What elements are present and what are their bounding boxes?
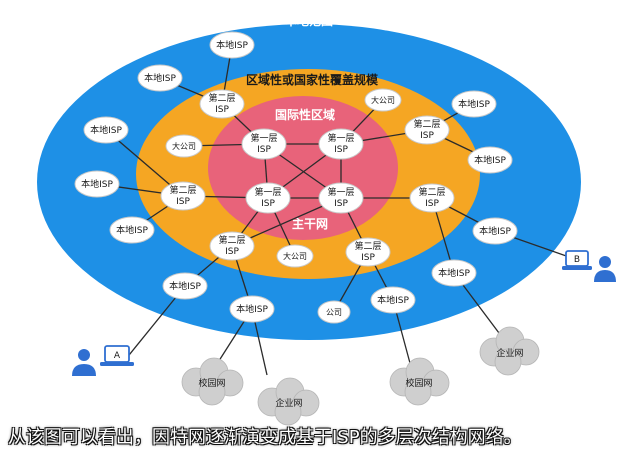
tier1-isp-node: 第一层 ISP bbox=[318, 182, 364, 214]
local-isp-node: 本地ISP bbox=[137, 64, 183, 92]
svg-text:ISP: ISP bbox=[334, 199, 348, 209]
big-company-node: 大公司 bbox=[276, 244, 314, 268]
host-b: B bbox=[562, 250, 616, 282]
tier2-isp-node: 第二层 ISP bbox=[409, 183, 455, 213]
svg-text:ISP: ISP bbox=[225, 247, 239, 257]
svg-text:ISP: ISP bbox=[176, 197, 190, 207]
user-icon bbox=[72, 349, 96, 376]
local-isp-node: 本地ISP bbox=[83, 116, 129, 144]
svg-text:本地ISP: 本地ISP bbox=[81, 178, 113, 190]
regional-national-title: 区域性或国家性覆盖规模 bbox=[246, 72, 379, 87]
local-isp-node: 本地ISP bbox=[229, 295, 275, 323]
svg-text:第二层: 第二层 bbox=[208, 92, 235, 104]
svg-text:ISP: ISP bbox=[334, 145, 348, 155]
svg-text:校园网: 校园网 bbox=[198, 377, 225, 389]
local-isp-node: 本地ISP bbox=[209, 31, 255, 59]
svg-text:校园网: 校园网 bbox=[405, 377, 432, 389]
svg-text:企业网: 企业网 bbox=[275, 397, 302, 409]
svg-text:大公司: 大公司 bbox=[371, 95, 395, 105]
big-company-node: 大公司 bbox=[165, 134, 203, 158]
svg-text:本地ISP: 本地ISP bbox=[116, 224, 148, 236]
svg-text:本地ISP: 本地ISP bbox=[169, 280, 201, 292]
svg-text:本地ISP: 本地ISP bbox=[144, 72, 176, 84]
local-isp-node: 本地ISP bbox=[451, 90, 497, 118]
svg-text:第二层: 第二层 bbox=[218, 234, 245, 246]
laptop-icon bbox=[562, 250, 592, 270]
local-isp-node: 本地ISP bbox=[431, 259, 477, 287]
enterprise-network-cloud: 企业网 bbox=[257, 377, 320, 426]
svg-text:本地ISP: 本地ISP bbox=[90, 124, 122, 136]
svg-text:ISP: ISP bbox=[361, 253, 375, 263]
svg-text:ISP: ISP bbox=[261, 199, 275, 209]
subtitle-caption: 从该图可以看出，因特网逐渐演变成基于ISP的多层次结构网络。 bbox=[8, 427, 522, 448]
tier2-isp-node: 第二层 ISP bbox=[404, 115, 450, 145]
svg-text:第二层: 第二层 bbox=[418, 186, 445, 198]
svg-text:第一层: 第一层 bbox=[254, 186, 281, 198]
svg-text:第二层: 第二层 bbox=[169, 184, 196, 196]
svg-text:第二层: 第二层 bbox=[413, 118, 440, 130]
svg-text:ISP: ISP bbox=[257, 145, 271, 155]
tier2-isp-node: 第二层 ISP bbox=[345, 237, 391, 267]
svg-text:ISP: ISP bbox=[420, 131, 434, 141]
big-company-node: 大公司 bbox=[364, 88, 402, 112]
tier1-isp-node: 第一层 ISP bbox=[241, 128, 287, 160]
svg-text:本地ISP: 本地ISP bbox=[236, 303, 268, 315]
link bbox=[124, 285, 186, 361]
tier2-isp-node: 第二层 ISP bbox=[209, 231, 255, 261]
svg-text:本地ISP: 本地ISP bbox=[458, 98, 490, 110]
tier1-isp-node: 第一层 ISP bbox=[318, 128, 364, 160]
svg-text:大公司: 大公司 bbox=[172, 141, 196, 151]
company-node: 公司 bbox=[317, 300, 351, 324]
svg-text:第二层: 第二层 bbox=[354, 240, 381, 252]
user-icon bbox=[594, 256, 616, 282]
tier2-isp-node: 第二层 ISP bbox=[199, 89, 245, 119]
svg-text:大公司: 大公司 bbox=[283, 251, 307, 261]
svg-text:第一层: 第一层 bbox=[327, 132, 354, 144]
svg-text:第一层: 第一层 bbox=[250, 132, 277, 144]
campus-network-cloud: 校园网 bbox=[389, 357, 450, 406]
svg-text:企业网: 企业网 bbox=[496, 347, 523, 359]
svg-text:第一层: 第一层 bbox=[327, 186, 354, 198]
local-scope-title: 本地范围 bbox=[285, 13, 333, 28]
backbone-title: 主干网 bbox=[292, 216, 328, 231]
svg-text:ISP: ISP bbox=[215, 105, 229, 115]
local-isp-node: 本地ISP bbox=[74, 170, 120, 198]
local-isp-node: 本地ISP bbox=[467, 146, 513, 174]
svg-text:本地ISP: 本地ISP bbox=[377, 294, 409, 306]
campus-network-cloud: 校园网 bbox=[181, 357, 244, 406]
svg-text:本地ISP: 本地ISP bbox=[479, 225, 511, 237]
host-a-label: A bbox=[114, 351, 121, 361]
tier2-isp-node: 第二层 ISP bbox=[160, 181, 206, 211]
international-region-title: 国际性区域 bbox=[275, 107, 335, 122]
svg-text:本地ISP: 本地ISP bbox=[438, 267, 470, 279]
svg-text:本地ISP: 本地ISP bbox=[474, 154, 506, 166]
tier1-isp-node: 第一层 ISP bbox=[245, 182, 291, 214]
local-isp-node: 本地ISP bbox=[162, 272, 208, 300]
svg-text:ISP: ISP bbox=[425, 199, 439, 209]
host-b-label: B bbox=[574, 255, 580, 265]
local-isp-node: 本地ISP bbox=[472, 217, 518, 245]
host-a: A bbox=[72, 345, 134, 376]
enterprise-network-cloud: 企业网 bbox=[479, 326, 540, 376]
svg-text:公司: 公司 bbox=[326, 308, 342, 317]
svg-text:本地ISP: 本地ISP bbox=[216, 39, 248, 51]
laptop-icon bbox=[100, 345, 134, 366]
local-isp-node: 本地ISP bbox=[370, 286, 416, 314]
local-isp-node: 本地ISP bbox=[109, 216, 155, 244]
